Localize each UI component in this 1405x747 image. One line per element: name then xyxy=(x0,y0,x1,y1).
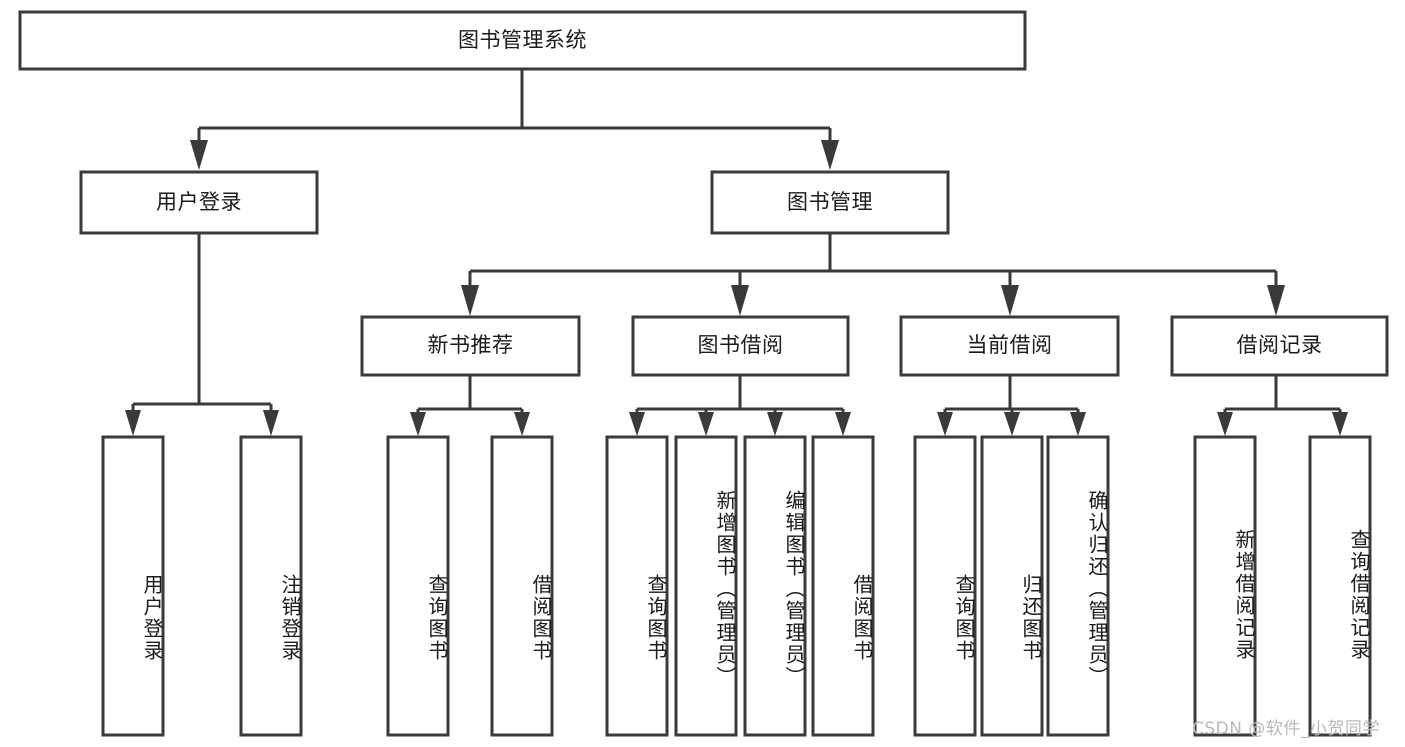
arrowhead-to-book-borrow xyxy=(731,285,749,316)
arrowhead-user-login-leaf-2 xyxy=(263,410,279,436)
node-box-leaf-currentborrow-1[interactable] xyxy=(980,435,1044,737)
arrowhead-root-to-book-manage xyxy=(821,140,839,170)
arrowhead-bookborrow-leaf-3 xyxy=(767,412,783,436)
arrowhead-currentborrow-leaf-2 xyxy=(1004,412,1020,436)
arrowhead-currentborrow-leaf-1 xyxy=(937,412,953,436)
arrowhead-newbook-leaf-1 xyxy=(410,412,426,436)
arrowhead-bookborrow-leaf-1 xyxy=(629,412,645,436)
node-box-book-borrow[interactable] xyxy=(631,315,850,377)
arrowhead-to-current-borrow xyxy=(1001,285,1019,316)
node-box-leaf-bookborrow-3[interactable] xyxy=(811,435,875,737)
arrowhead-bookborrow-leaf-4 xyxy=(835,412,851,436)
node-box-user-login[interactable] xyxy=(79,170,319,235)
node-box-leaf-borrowrecord-0[interactable] xyxy=(1193,435,1257,737)
arrowhead-borrowrecord-leaf-1 xyxy=(1217,412,1233,436)
arrowhead-root-to-user-login xyxy=(190,140,208,170)
node-box-leaf-user-login-0[interactable] xyxy=(101,435,165,737)
node-box-current-borrow[interactable] xyxy=(899,315,1120,377)
node-box-leaf-bookborrow-2[interactable] xyxy=(743,435,807,737)
arrowhead-to-new-book-recommend xyxy=(461,285,479,316)
node-box-leaf-user-login-1[interactable] xyxy=(239,435,303,737)
arrowhead-borrowrecord-leaf-2 xyxy=(1332,412,1348,436)
node-box-new-book-recommend[interactable] xyxy=(360,315,581,377)
node-box-book-manage[interactable] xyxy=(710,170,950,235)
node-box-leaf-newbook-0[interactable] xyxy=(386,435,450,737)
node-box-root[interactable] xyxy=(18,10,1027,71)
arrowhead-to-borrow-record xyxy=(1267,285,1285,316)
node-box-leaf-currentborrow-0[interactable] xyxy=(913,435,977,737)
node-box-leaf-newbook-1[interactable] xyxy=(490,435,554,737)
node-box-leaf-borrowrecord-1[interactable] xyxy=(1308,435,1372,737)
arrowhead-user-login-leaf-1 xyxy=(125,410,141,436)
arrowhead-newbook-leaf-2 xyxy=(514,412,530,436)
arrowhead-currentborrow-leaf-3 xyxy=(1070,412,1086,436)
node-box-leaf-bookborrow-0[interactable] xyxy=(605,435,669,737)
node-box-borrow-record[interactable] xyxy=(1170,315,1389,377)
arrowhead-bookborrow-leaf-2 xyxy=(698,412,714,436)
node-box-leaf-currentborrow-2[interactable] xyxy=(1046,435,1110,737)
node-box-leaf-bookborrow-1[interactable] xyxy=(674,435,738,737)
